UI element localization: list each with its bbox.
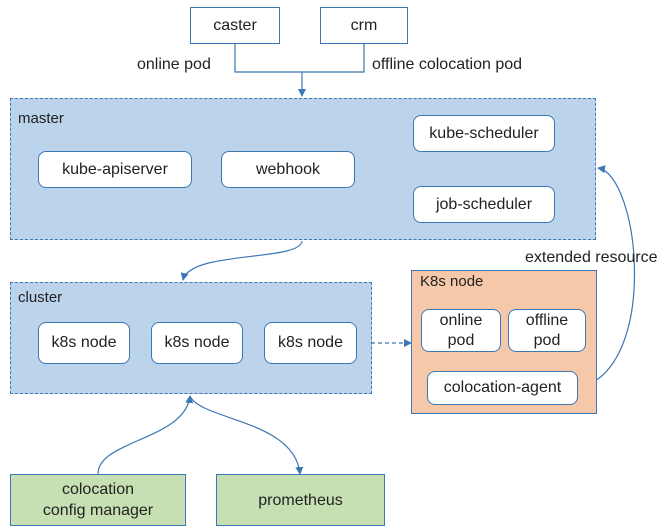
colocation-agent-box: colocation-agent [427,371,578,405]
prometheus-box: prometheus [216,474,385,526]
kube-apiserver-box: kube-apiserver [38,151,192,188]
online-pod-box: online pod [421,309,501,352]
caster-label: caster [213,16,257,34]
offline-pod-box: offline pod [508,309,586,352]
caster-connector [234,44,302,73]
online-pod-line1: online [439,311,483,329]
extended-resource-arrow [577,165,636,389]
colocation-agent-label: colocation-agent [443,379,562,396]
caster-box: caster [190,7,280,44]
config-manager-cluster-arrow [97,395,194,475]
cluster-node-1: k8s node [38,322,130,364]
kube-scheduler-box: kube-scheduler [413,115,555,152]
prometheus-label: prometheus [258,491,343,509]
webhook-label: webhook [255,160,321,178]
crm-box: crm [320,7,408,44]
offline-pod-line1: offline [525,311,569,329]
kube-apiserver-label: kube-apiserver [62,160,168,178]
extended-resource-label: extended resource [525,249,658,266]
cluster-node-3: k8s node [264,322,357,364]
config-manager-line1: colocation [61,481,135,498]
k8s-node-label: K8s node [420,273,484,290]
cluster-label: cluster [18,289,63,306]
online-pod-label: online pod [137,56,211,73]
crm-label: crm [350,16,378,34]
cluster-node-label: k8s node [51,334,117,351]
crm-connector [302,44,365,73]
online-pod-line2: pod [447,331,475,349]
kube-scheduler-label: kube-scheduler [429,124,539,142]
offline-colocation-pod-label: offline colocation pod [372,56,523,73]
master-label: master [18,110,64,127]
offline-pod-line2: pod [533,331,561,349]
colocation-config-manager-box: colocation config manager [10,474,186,526]
config-manager-line2: config manager [42,502,154,519]
cluster-node-label: k8s node [164,334,230,351]
job-scheduler-box: job-scheduler [413,186,555,223]
cluster-node-label: k8s node [278,334,343,351]
master-cluster-arrow [180,240,303,281]
job-scheduler-label: job-scheduler [435,195,533,213]
webhook-box: webhook [221,151,355,188]
cluster-prometheus-arrow [189,395,304,475]
cluster-node-2: k8s node [151,322,243,364]
